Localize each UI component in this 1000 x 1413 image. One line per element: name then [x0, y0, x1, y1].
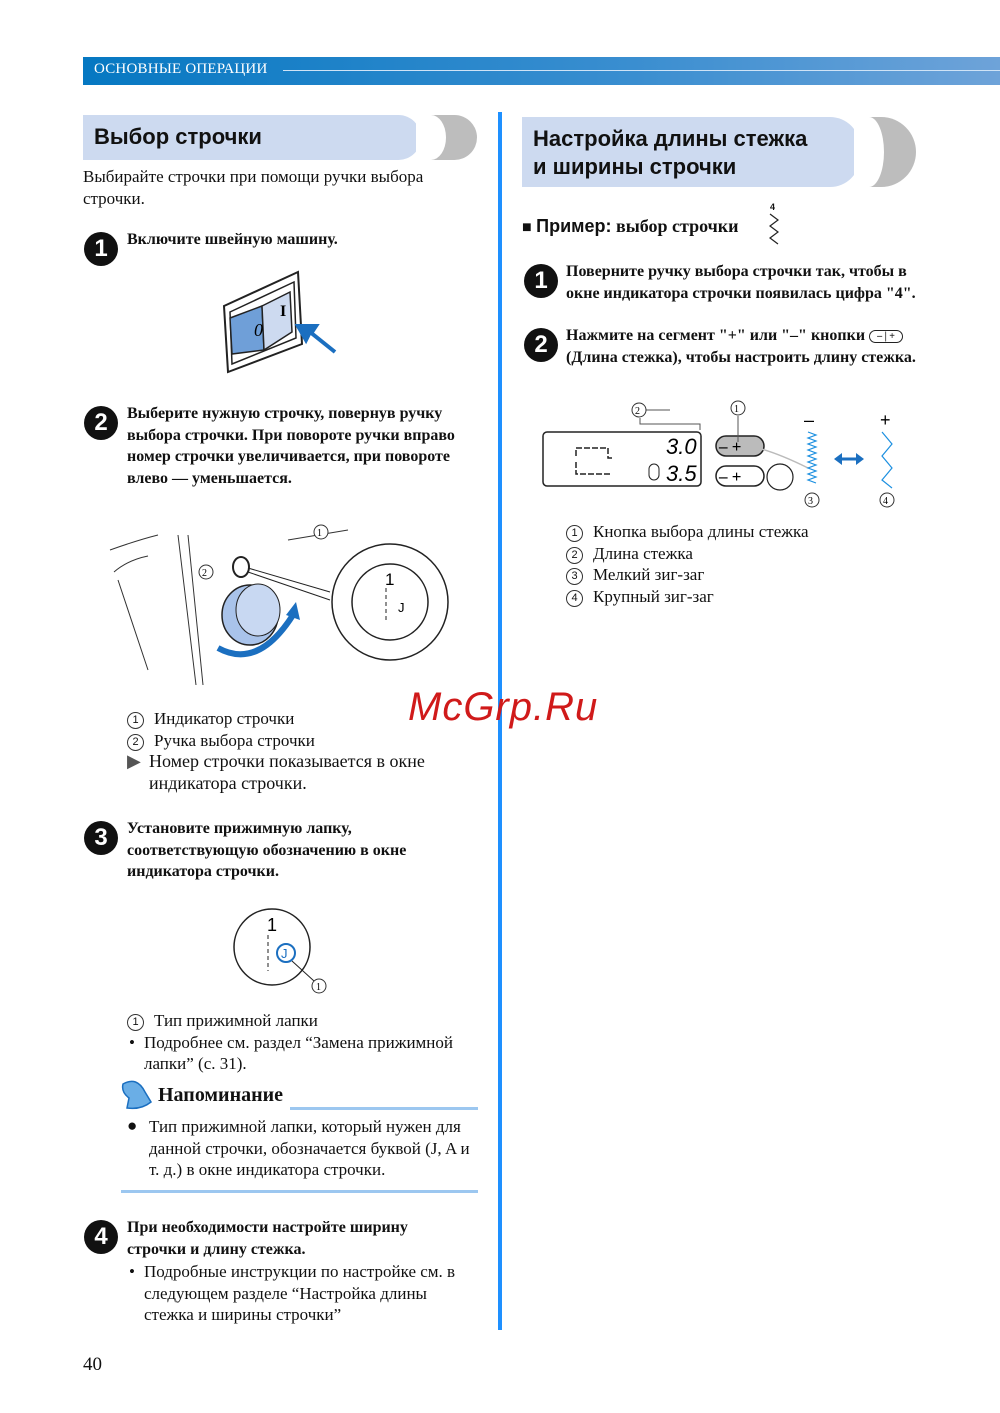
plus-label: + — [880, 410, 891, 430]
svg-text:– +: – + — [718, 467, 741, 486]
indicator-foot: J — [398, 600, 405, 615]
bell-memo-icon — [121, 1080, 152, 1110]
svg-text:1: 1 — [734, 404, 739, 415]
section-header-bar: ОСНОВНЫЕ ОПЕРАЦИИ — [83, 57, 1000, 85]
step-4-badge: 4 — [84, 1220, 118, 1254]
page-number: 40 — [83, 1354, 102, 1375]
length-button-icon: – | + — [869, 330, 904, 343]
step-1-badge: 1 — [84, 232, 118, 266]
intro-text: Выбирайте строчки при помощи ручки выбор… — [83, 167, 424, 208]
square-bullet-icon: ■ — [522, 219, 532, 236]
svg-text:4: 4 — [883, 496, 888, 507]
stitch-length-diagram: 3.0 3.5 2 – + – + 1 – 3 + 4 — [542, 400, 895, 508]
memo-body: ●Тип прижимной лапки, который нужен для … — [127, 1116, 470, 1179]
power-switch-illustration: 0 I — [222, 270, 337, 374]
reference-note: •Подробнее см. раздел “Замена прижимной … — [129, 1032, 454, 1074]
heading-line-2: и ширины строчки — [533, 154, 737, 179]
right-step-1-badge: 1 — [524, 264, 558, 298]
memo-bottom-rule — [121, 1190, 478, 1193]
right-step-2-text: Нажмите на сегмент "+" или "–" кнопки – … — [566, 327, 916, 366]
indicator-number: 1 — [385, 570, 394, 589]
step-2-result: ▶Номер строчки показывается в окне индик… — [127, 751, 425, 793]
svg-text:1: 1 — [317, 528, 322, 539]
right-step-1-text: Поверните ручку выбора строчки так, чтоб… — [566, 263, 916, 302]
section-title: ОСНОВНЫЕ ОПЕРАЦИИ — [94, 61, 268, 77]
right-step-2-badge: 2 — [524, 328, 558, 362]
right-section-heading: Настройка длины стежка и ширины строчки — [522, 117, 860, 187]
heading-decoration — [416, 115, 477, 160]
memo-title: Напоминание — [158, 1084, 284, 1106]
bullet-icon: ● — [127, 1116, 138, 1135]
left-section-heading: Выбор строчки — [83, 115, 421, 160]
off-label: 0 — [254, 320, 263, 340]
minus-label: – — [804, 410, 814, 430]
on-label: I — [280, 303, 286, 320]
example-heading: ■ Пример: выбор строчки — [522, 216, 739, 236]
width-readout: 3.5 — [666, 461, 697, 486]
svg-text:– +: – + — [718, 437, 741, 456]
heading-text: Выбор строчки — [94, 124, 262, 149]
foot-indicator-illustration: 1 J 1 — [233, 908, 327, 994]
heading-line-1: Настройка длины стежка — [533, 126, 808, 151]
svg-text:2: 2 — [635, 406, 640, 417]
pattern-number: 4 — [770, 202, 776, 212]
length-readout: 3.0 — [666, 434, 697, 459]
step-2-text: Выберите нужную строчку, повернув ручку … — [127, 405, 455, 487]
heading-decoration — [854, 117, 916, 187]
svg-text:J: J — [281, 946, 288, 961]
step-1-text: Включите швейную машину. — [127, 231, 338, 248]
watermark: McGrp.Ru — [408, 685, 599, 729]
step-2-badge: 2 — [84, 406, 118, 440]
step-3-text: Установите прижимную лапку, соответствую… — [127, 820, 407, 880]
step-4-note: •Подробные инструкции по настройке см. в… — [129, 1262, 456, 1324]
svg-text:3: 3 — [808, 496, 813, 507]
step-4-text: При необходимости настройте ширину строч… — [127, 1219, 408, 1258]
result-arrow-icon: ▶ — [127, 751, 141, 771]
step-3-badge: 3 — [84, 821, 118, 855]
dial-illustration: 1 J 1 2 — [109, 524, 449, 686]
memo-rule — [290, 1107, 478, 1110]
zigzag-pattern-icon — [769, 213, 779, 245]
svg-text:1: 1 — [316, 982, 321, 993]
column-divider — [498, 112, 502, 1330]
svg-text:2: 2 — [202, 568, 207, 579]
svg-text:1: 1 — [267, 915, 277, 935]
